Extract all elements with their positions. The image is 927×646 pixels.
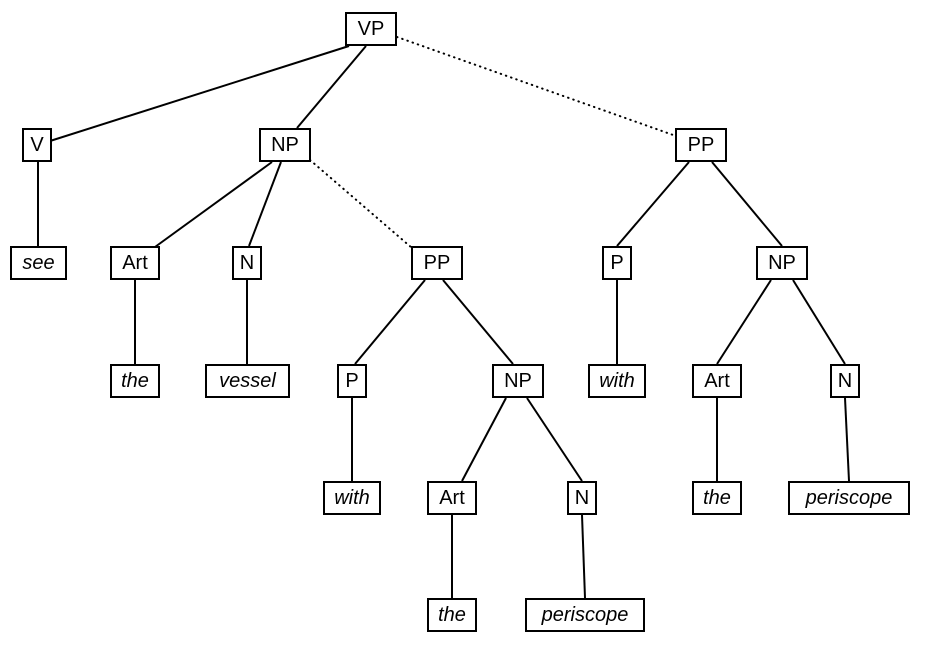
category-node-pp_mid[interactable]: PP [411,246,463,280]
category-node-n_m[interactable]: N [567,481,597,515]
terminal-node-the_r[interactable]: the [692,481,742,515]
tree-edge [442,279,514,365]
terminal-node-the_m[interactable]: the [427,598,477,632]
category-node-art_r[interactable]: Art [692,364,742,398]
tree-edge [248,161,282,247]
category-node-p_mid[interactable]: P [337,364,367,398]
category-node-n1[interactable]: N [232,246,262,280]
category-node-v[interactable]: V [22,128,52,162]
category-node-np_right[interactable]: NP [756,246,808,280]
tree-edge [581,514,586,599]
terminal-node-periscope_m[interactable]: periscope [525,598,645,632]
tree-edge [711,161,783,247]
tree-edge [154,161,273,248]
category-node-vp[interactable]: VP [345,12,397,46]
category-node-art1[interactable]: Art [110,246,160,280]
terminal-node-periscope_r[interactable]: periscope [788,481,910,515]
category-node-np1[interactable]: NP [259,128,311,162]
tree-edge [792,279,846,365]
category-node-art_m[interactable]: Art [427,481,477,515]
category-node-pp_right[interactable]: PP [675,128,727,162]
tree-edge [354,279,426,365]
tree-edge [296,45,367,129]
terminal-node-the1[interactable]: the [110,364,160,398]
category-node-p_right[interactable]: P [602,246,632,280]
tree-edge [844,397,850,482]
terminal-node-with_r[interactable]: with [588,364,646,398]
tree-edge [526,397,583,482]
tree-edge [716,279,772,365]
tree-edge [49,45,350,142]
tree-edge [309,159,413,249]
category-node-np_mid[interactable]: NP [492,364,544,398]
tree-edge [461,397,507,482]
tree-edge [396,36,677,137]
category-node-n_r[interactable]: N [830,364,860,398]
tree-edge [616,161,690,247]
terminal-node-see[interactable]: see [10,246,67,280]
terminal-node-vessel[interactable]: vessel [205,364,290,398]
terminal-node-with_m[interactable]: with [323,481,381,515]
